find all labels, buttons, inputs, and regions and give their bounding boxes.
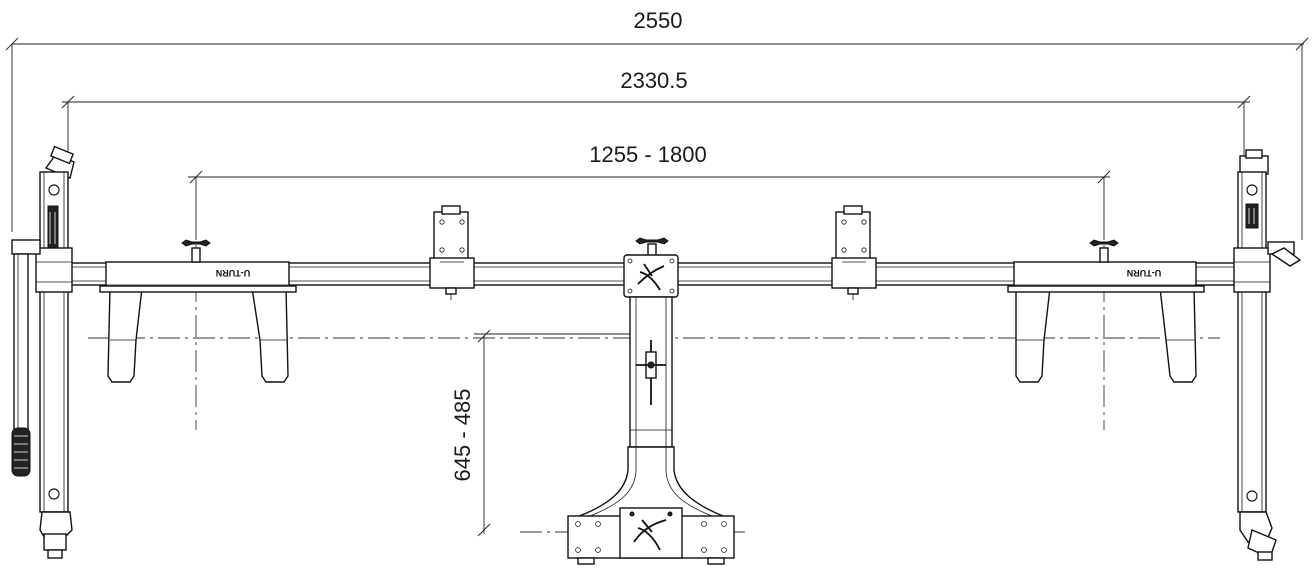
dimension-overall-width: 2550 bbox=[5, 8, 1309, 240]
dimension-overall-width-label: 2550 bbox=[634, 8, 683, 33]
dimension-adjustable-width-label: 1255 - 1800 bbox=[589, 142, 706, 167]
brand-label-right: U-TURN bbox=[1127, 268, 1162, 278]
brand-label-left: U-TURN bbox=[216, 268, 251, 278]
left-carriage: U-TURN bbox=[99, 239, 297, 383]
clamp-right-inner bbox=[831, 205, 877, 300]
dimension-adjustable-width: 1255 - 1800 bbox=[188, 142, 1111, 240]
clamp-left-inner bbox=[429, 205, 475, 300]
right-carriage: U-TURN bbox=[1007, 239, 1205, 383]
dimension-frame-width: 2330.5 bbox=[61, 68, 1251, 168]
dimension-frame-width-label: 2330.5 bbox=[620, 68, 687, 93]
center-column bbox=[567, 237, 735, 565]
dimension-height-range: 645 - 485 bbox=[450, 329, 630, 537]
right-arm bbox=[1233, 149, 1302, 561]
left-arm bbox=[11, 145, 75, 559]
dimension-height-range-label: 645 - 485 bbox=[450, 389, 475, 482]
